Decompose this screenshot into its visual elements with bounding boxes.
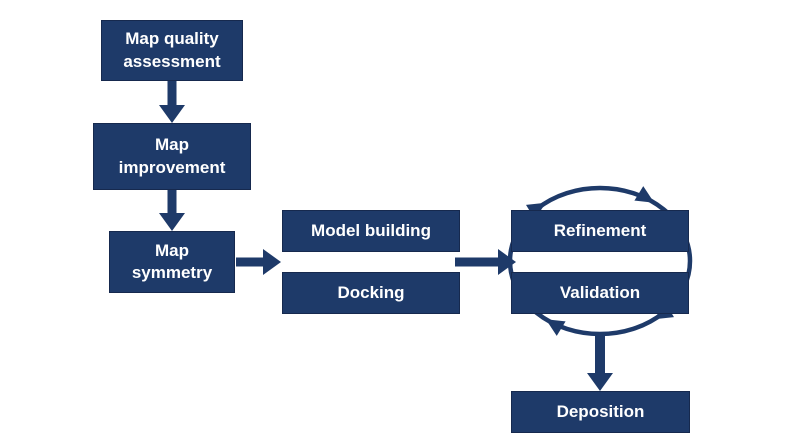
- node-label-line: symmetry: [131, 263, 213, 282]
- arrow-map-symmetry-to-model-building: [236, 249, 281, 275]
- arrow-cycle-to-deposition: [587, 333, 613, 391]
- node-map-improvement: Map improvement: [93, 123, 251, 190]
- node-label-line: Map quality: [125, 29, 219, 49]
- node-label-line: Deposition: [556, 401, 645, 421]
- node-label-line: Docking: [337, 282, 405, 302]
- node-label-line: Refinement: [553, 220, 647, 240]
- node-validation: Validation: [511, 272, 689, 314]
- node-label-line: improvement: [118, 157, 226, 177]
- node-label-line: Map: [155, 240, 189, 260]
- node-refinement: Refinement: [511, 210, 689, 252]
- arrow-map-quality-to-map-improvement: [159, 81, 185, 123]
- cycle-arrowhead-bottom-left-icon: [545, 319, 566, 336]
- node-label-line: Validation: [559, 282, 641, 302]
- node-label-line: assessment: [123, 51, 221, 71]
- node-label-line: Map: [155, 135, 189, 155]
- node-map-symmetry: Map symmetry: [109, 231, 235, 293]
- node-deposition: Deposition: [511, 391, 690, 433]
- arrow-model-building-to-refinement: [455, 249, 516, 275]
- node-label-line: Model building: [311, 220, 431, 240]
- node-docking: Docking: [282, 272, 460, 314]
- arrow-map-improvement-to-map-symmetry: [159, 190, 185, 231]
- cycle-arrowhead-top-right-icon: [634, 186, 655, 203]
- node-map-quality-assessment: Map quality assessment: [101, 20, 243, 81]
- node-model-building: Model building: [282, 210, 460, 252]
